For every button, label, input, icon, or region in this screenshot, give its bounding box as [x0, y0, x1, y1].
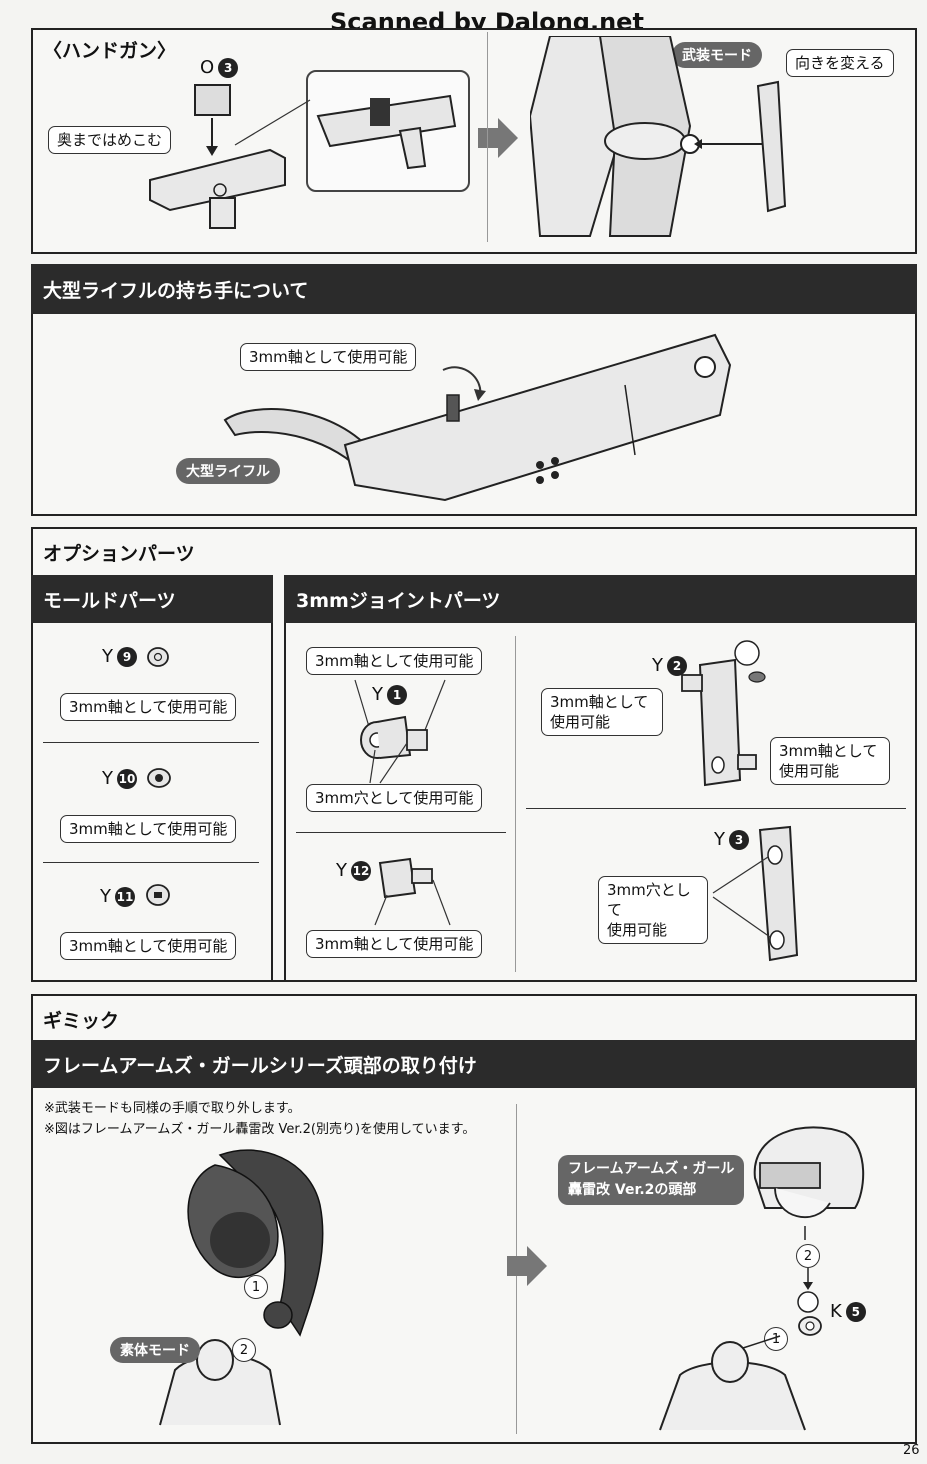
- joint-divider-right: [526, 808, 906, 809]
- y10-id: Y 10: [102, 768, 137, 789]
- handgun-illustration: [149, 84, 286, 229]
- next-step-arrow: [478, 118, 518, 158]
- y1-shaft-callout: 3mm軸として使用可能: [306, 647, 483, 675]
- part-letter: O: [200, 57, 215, 78]
- y2-right-callout: 3mm軸として 使用可能: [770, 737, 890, 785]
- handgun-zoom-lines: [234, 99, 311, 146]
- push-in-callout: 奥まではめこむ: [48, 126, 172, 154]
- y10-part: [147, 768, 171, 788]
- y11-callout: 3mm軸として使用可能: [60, 932, 237, 960]
- k5-part: [797, 1268, 822, 1336]
- part-number: 3: [218, 57, 239, 78]
- y3-part: [712, 825, 799, 962]
- y9-part: [147, 647, 169, 667]
- y2-left-callout: 3mm軸として 使用可能: [541, 688, 663, 736]
- handgun-detail-illustration: [316, 94, 457, 170]
- right-body-illustration: [659, 1335, 806, 1431]
- gimmick-step2-right: 2: [796, 1244, 820, 1268]
- y1-id: Y 1: [372, 684, 407, 705]
- base-mode-illustration: [159, 1149, 324, 1426]
- mold-divider-1: [43, 742, 259, 743]
- gimmick-next-arrow: [507, 1246, 547, 1286]
- y12-part: [374, 857, 451, 926]
- rifle-title: 大型ライフルの持ち手について: [31, 264, 917, 314]
- y9-callout: 3mm軸として使用可能: [60, 693, 237, 721]
- gimmick-note-2: ※図はフレームアームズ・ガール轟雷改 Ver.2(別売り)を使用しています。: [44, 1122, 476, 1137]
- base-mode-label: 素体モード: [110, 1337, 200, 1363]
- joint-vertical-divider: [515, 636, 516, 972]
- y2-part: [681, 640, 766, 787]
- mold-divider-2: [43, 862, 259, 863]
- armed-mode-illustration: [530, 36, 787, 237]
- y12-callout: 3mm軸として使用可能: [306, 930, 483, 958]
- joint-parts-title: 3mmジョイントパーツ: [284, 575, 917, 623]
- gimmick-step1-right: 1: [764, 1327, 788, 1351]
- y3-id: Y 3: [714, 829, 749, 850]
- gimmick-title: ギミック: [43, 1010, 120, 1032]
- y3-callout: 3mm穴として 使用可能: [598, 876, 708, 944]
- handgun-divider: [487, 32, 488, 242]
- y1-hole-callout: 3mm穴として使用可能: [306, 784, 483, 812]
- head-illustration: [753, 1126, 865, 1240]
- head-label: フレームアームズ・ガール 轟雷改 Ver.2の頭部: [558, 1155, 745, 1205]
- rifle-shaft-callout: 3mm軸として使用可能: [240, 343, 417, 371]
- k5-id: K 5: [830, 1301, 866, 1322]
- options-title: オプションパーツ: [43, 543, 195, 565]
- gimmick-step1-left: 1: [244, 1275, 268, 1299]
- mold-parts-title: モールドパーツ: [31, 575, 273, 623]
- y1-part: [354, 679, 446, 784]
- y11-id: Y 11: [100, 886, 135, 907]
- gimmick-note-1: ※武装モードも同様の手順で取り外します。: [44, 1101, 301, 1116]
- y10-callout: 3mm軸として使用可能: [60, 815, 237, 843]
- armed-mode-label: 武装モード: [672, 42, 762, 68]
- joint-divider-left: [296, 832, 506, 833]
- gimmick-subtitle: フレームアームズ・ガールシリーズ頭部の取り付け: [31, 1040, 917, 1088]
- handgun-part-id: O 3: [200, 57, 239, 78]
- change-direction-callout: 向きを変える: [786, 49, 894, 77]
- y12-id: Y 12: [336, 860, 371, 881]
- rifle-illustration: [223, 333, 732, 502]
- y2-id: Y 2: [652, 655, 687, 676]
- rifle-label: 大型ライフル: [176, 458, 280, 484]
- gimmick-step2-left: 2: [232, 1338, 256, 1362]
- page-number: 26: [903, 1443, 920, 1458]
- y11-part: [146, 884, 170, 906]
- handgun-title: 〈ハンドガン〉: [43, 40, 177, 62]
- y9-id: Y 9: [102, 646, 137, 667]
